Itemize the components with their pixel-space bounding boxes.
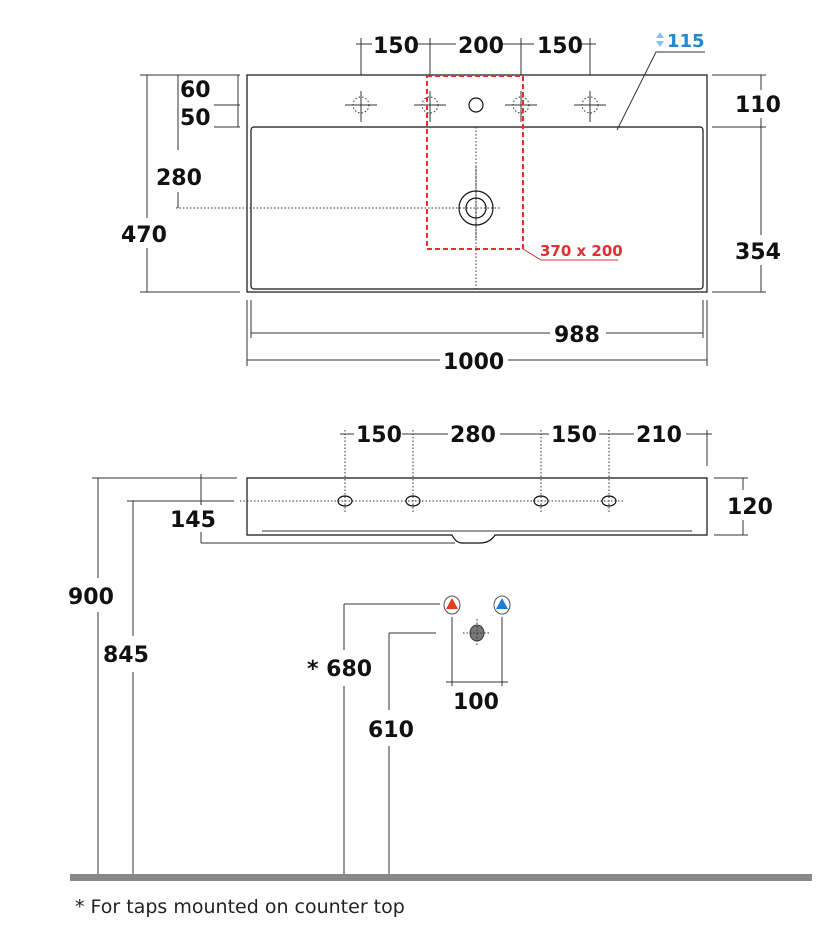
side-tap-spacing-label: 150 [356,423,402,448]
dim-610: 610 [368,718,414,743]
side-tap-hole-icons [337,495,617,507]
dim-900: 900 [68,585,114,610]
dim-110: 110 [735,93,781,118]
cold-water-icon [493,595,511,615]
tap-spacing-label: 150 [373,34,419,59]
dim-100: 100 [453,690,499,715]
tap-hole-icon [345,91,377,122]
tap-hole-icon [405,495,421,507]
side-tap-spacing-label: 150 [551,423,597,448]
dim-1000: 1000 [443,350,504,375]
tap-spacing-label: 150 [537,34,583,59]
dim-845: 845 [103,643,149,668]
overflow-hole-icon [468,97,484,113]
tap-hole-icon [414,91,446,122]
dim-120: 120 [727,495,773,520]
tap-hole-icon [505,91,537,122]
depth-label: 115 [667,31,705,52]
dim-60: 60 [180,78,211,103]
dim-988: 988 [554,323,600,348]
tap-hole-icon [533,495,549,507]
tap-hole-icons [345,91,606,122]
dim-280: 280 [156,166,202,191]
side-view: 150 280 150 210 120 145 900 845 * 680 61… [68,420,812,881]
tap-hole-icon [574,91,606,122]
tap-hole-icon [337,495,353,507]
hot-water-icon [443,595,461,615]
dim-50: 50 [180,106,211,131]
drain-icon [176,167,500,240]
tap-zone-outline [426,75,524,250]
waste-outlet-icon [463,619,491,647]
tap-hole-icon [601,495,617,507]
tap-spacing-label: 200 [458,34,504,59]
footnote: * For taps mounted on counter top [75,896,405,918]
tap-zone-label: 370 x 200 [540,242,623,260]
side-tap-spacing-label: 210 [636,423,682,448]
dim-470: 470 [121,223,167,248]
basin-outline-side [246,477,708,544]
dim-354: 354 [735,240,781,265]
side-tap-spacing-label: 280 [450,423,496,448]
top-view: 370 x 200 150 200 150 115 60 50 280 470 … [120,31,781,375]
dim-145: 145 [170,508,216,533]
depth-arrow-icon [656,32,664,47]
floor-line [70,874,812,881]
dim-680: * 680 [307,657,372,682]
basin-outline-top [246,74,708,293]
